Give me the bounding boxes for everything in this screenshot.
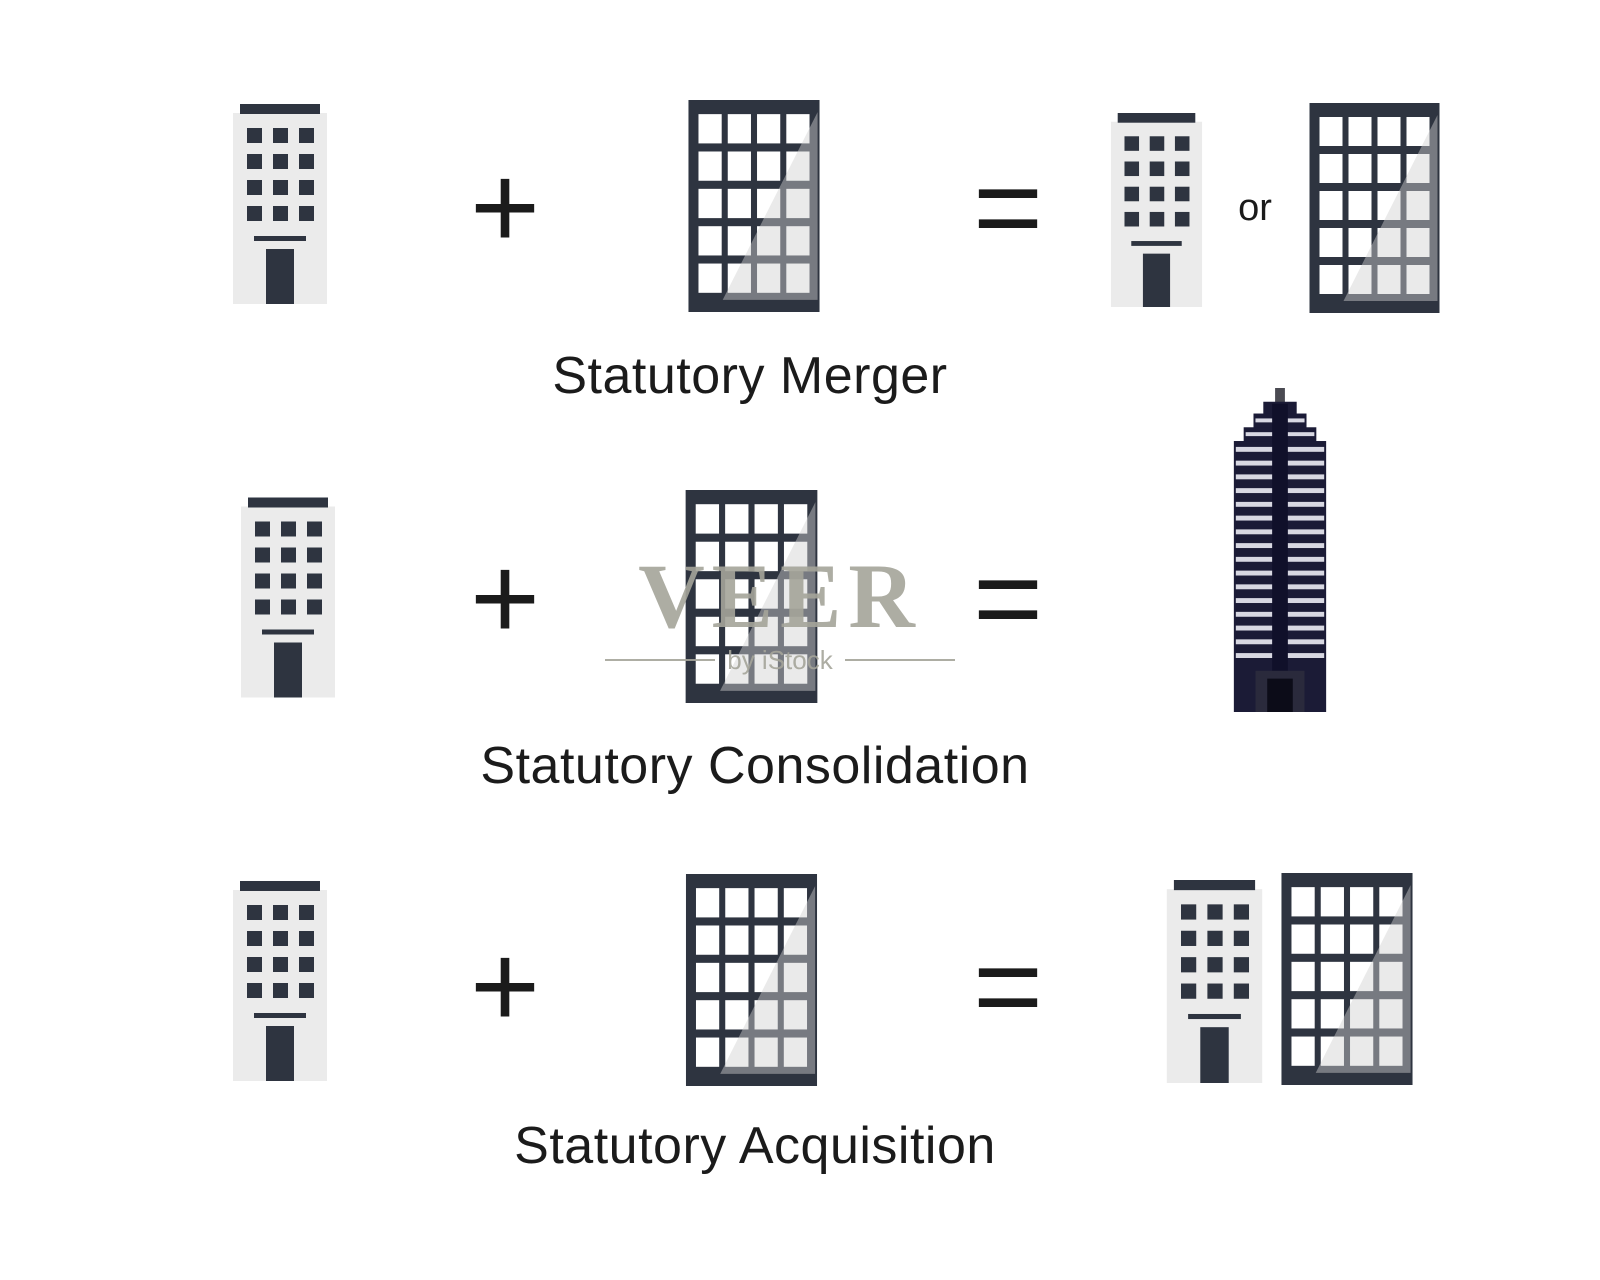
equals-sign: = (972, 919, 1044, 1053)
plus-sign: + (469, 919, 541, 1053)
plus-sign: + (469, 531, 541, 665)
watermark-byline-row: by iStock (605, 645, 955, 676)
watermark-brand-text: VEER (638, 545, 922, 647)
small-office-building-icon (1108, 112, 1205, 308)
watermark: VEER by iStock (605, 548, 955, 676)
row-label-statutory-acquisition: Statutory Acquisition (514, 1117, 996, 1175)
equals-sign: = (972, 140, 1044, 274)
row-label-statutory-consolidation: Statutory Consolidation (480, 737, 1030, 795)
equals-sign: = (972, 531, 1044, 665)
small-office-building-icon (238, 494, 338, 701)
watermark-line-left (605, 659, 716, 662)
large-office-building-icon (1308, 103, 1441, 313)
large-office-building-icon (684, 874, 819, 1086)
plus-sign: + (469, 140, 541, 274)
watermark-line-right (844, 659, 955, 662)
row-label-statutory-merger: Statutory Merger (552, 347, 948, 405)
small-office-building-icon (1163, 880, 1266, 1083)
large-office-building-icon (1276, 873, 1418, 1085)
watermark-byline-text: by iStock (727, 644, 833, 675)
skyscraper-tower-icon (1226, 388, 1334, 712)
small-office-building-icon (230, 103, 330, 305)
or-label: or (1238, 186, 1272, 229)
large-office-building-icon (688, 100, 820, 312)
small-office-building-icon (230, 880, 330, 1082)
